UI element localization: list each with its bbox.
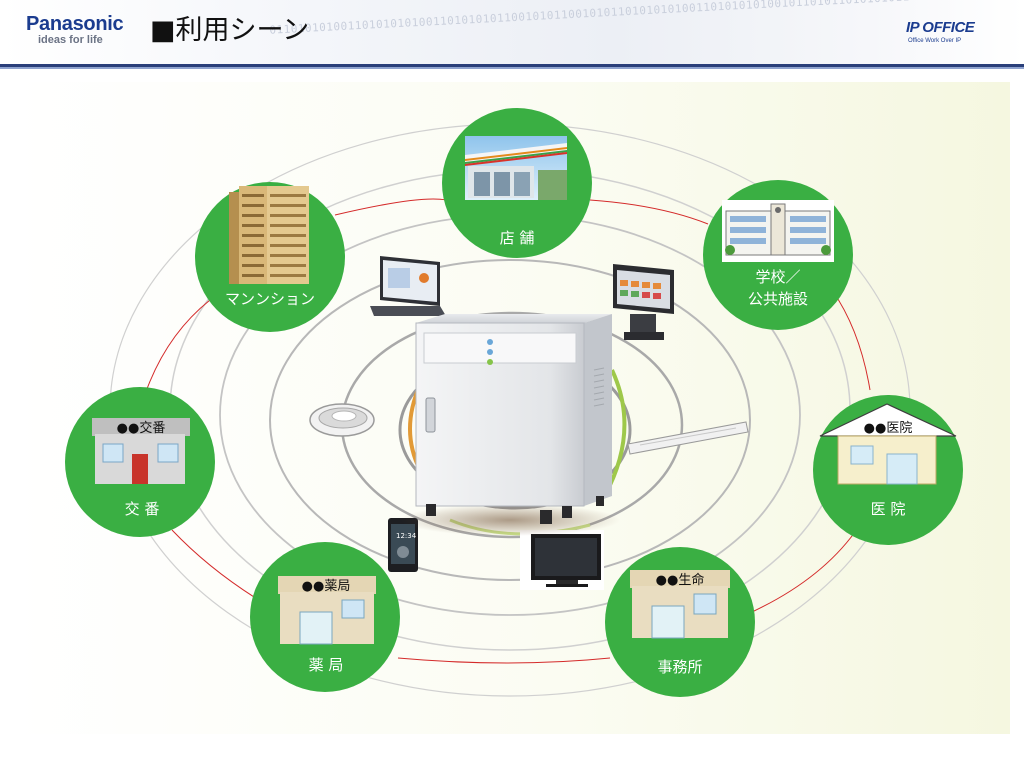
node-office: ●●生命 事務所 — [605, 547, 755, 697]
clinic-building-icon — [819, 403, 957, 485]
tv-icon — [520, 530, 604, 590]
product-tagline: Office Work Over IP — [908, 38, 962, 44]
node-store: 店 舗 — [442, 108, 592, 258]
node-condo-label: マンンション — [225, 290, 315, 308]
apartment-building-icon — [229, 186, 309, 284]
svg-text:12:34: 12:34 — [396, 532, 417, 540]
node-clinic-label: 医 院 — [871, 500, 906, 518]
slide-title: ■利用シーン — [150, 15, 310, 46]
convenience-store-icon — [465, 136, 567, 200]
pharmacy-sign: ●●薬局 — [302, 579, 351, 594]
brand-tagline: ideas for life — [38, 34, 103, 46]
led-light-bar-icon — [627, 421, 749, 455]
header-rule-accent — [0, 67, 1024, 69]
node-school: 学校／ 公共施設 — [703, 180, 853, 330]
server-cabinet-icon — [400, 314, 620, 536]
police-box-sign: ●●交番 — [117, 420, 166, 436]
pos-terminal-icon — [613, 264, 674, 340]
laptop-icon — [370, 256, 446, 316]
school-building-icon — [722, 200, 834, 262]
header-rule — [0, 64, 1024, 67]
node-store-label: 店 舗 — [500, 229, 535, 247]
node-police-box: ●●交番 交 番 — [65, 387, 215, 537]
node-school-label-2: 公共施設 — [748, 290, 808, 308]
smartphone-icon: 12:34 — [388, 518, 418, 572]
office-sign: ●●生命 — [656, 572, 705, 588]
brand-logo: Panasonic ideas for life — [26, 13, 124, 47]
brand-name: Panasonic — [26, 13, 124, 35]
node-office-label: 事務所 — [657, 658, 702, 676]
ceiling-light-icon — [309, 403, 375, 437]
node-pharmacy-label: 薬 局 — [309, 656, 344, 674]
police-box-icon — [92, 418, 190, 484]
slide-header: 0110101010011010101010011010101011001010… — [0, 0, 1024, 64]
office-building-icon — [630, 570, 730, 639]
node-police-label: 交 番 — [125, 500, 160, 518]
node-school-label: 学校／ — [755, 268, 800, 286]
node-pharmacy: ●●薬局 薬 局 — [250, 542, 400, 692]
product-logo: IP OFFICE — [906, 19, 975, 36]
node-clinic: ●●医院 医 院 — [813, 395, 963, 545]
pharmacy-building-icon — [278, 576, 376, 645]
clinic-sign: ●●医院 — [864, 421, 913, 436]
node-condo: マンンション — [195, 182, 345, 332]
